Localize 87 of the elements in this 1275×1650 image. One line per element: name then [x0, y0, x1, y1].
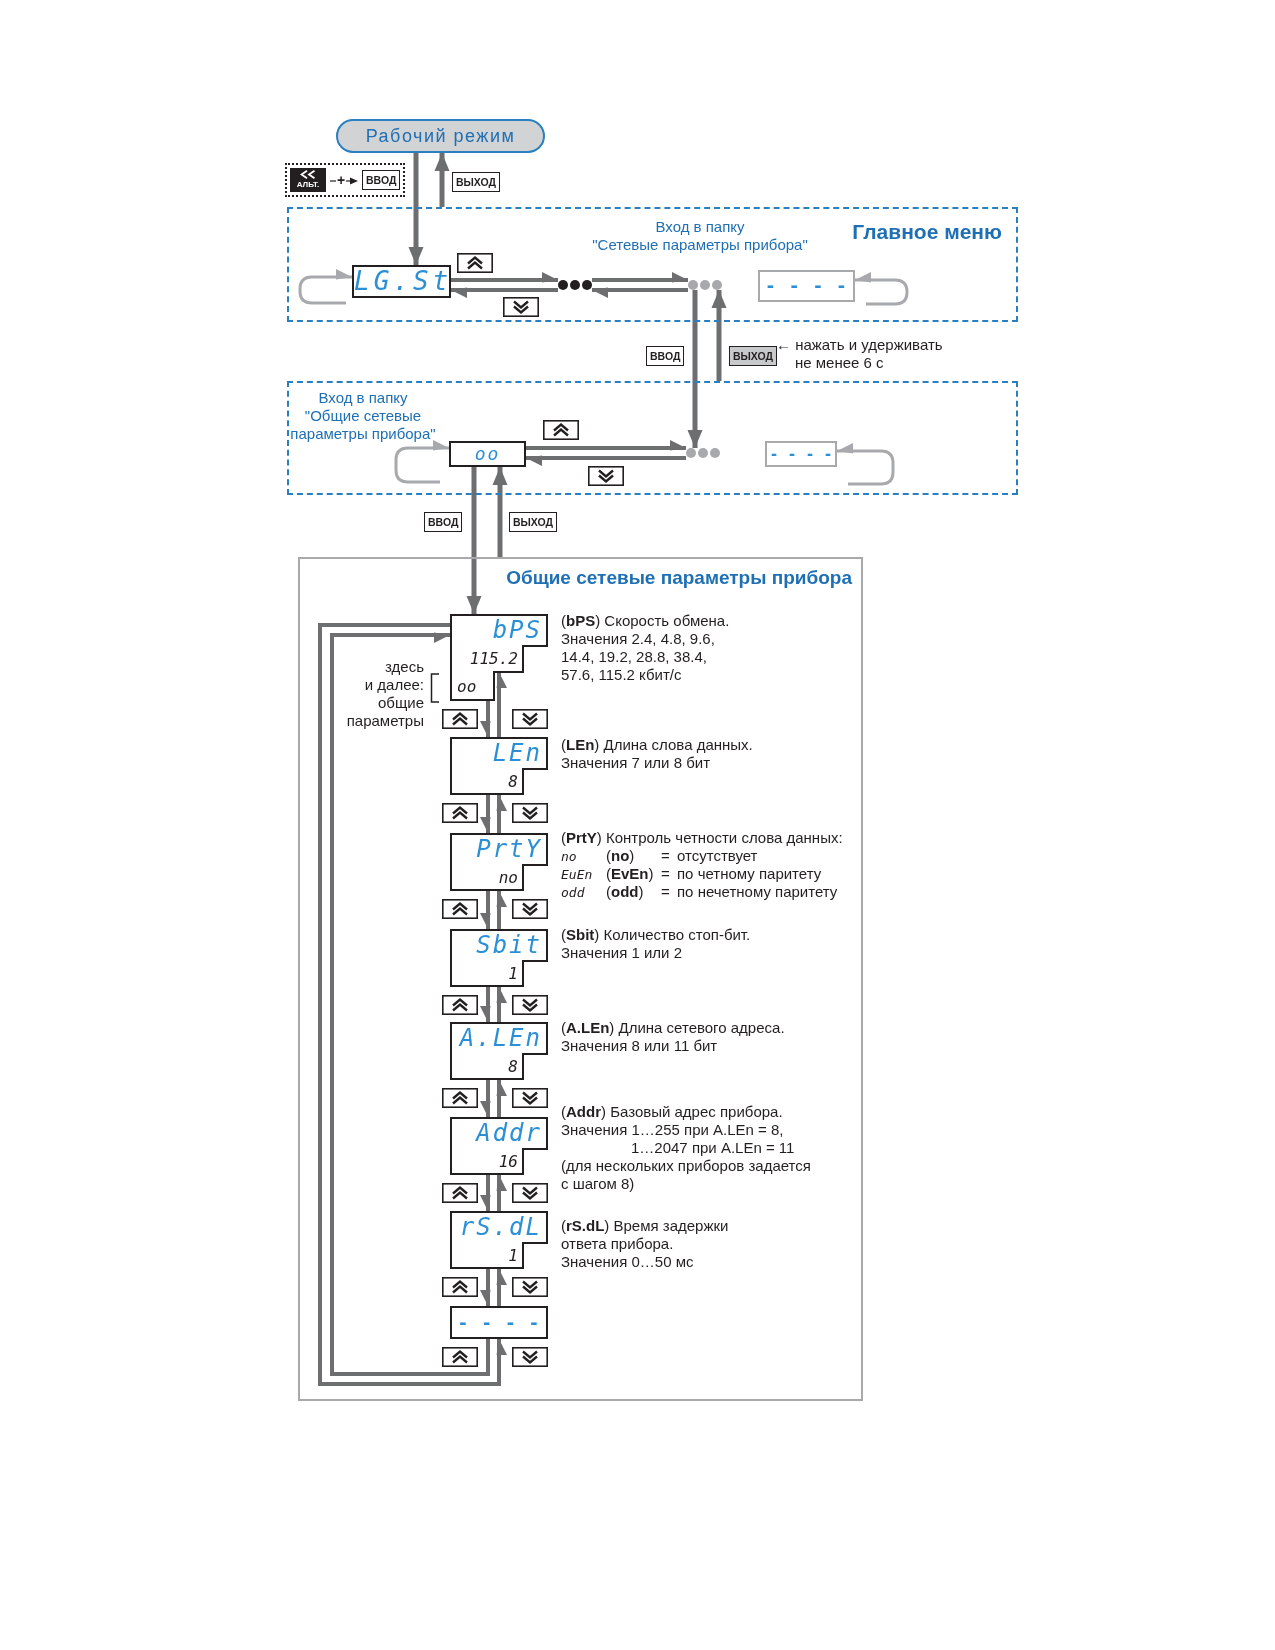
arrow: [451, 272, 558, 283]
parameter-panel: [298, 557, 863, 1401]
ellipsis-icon: [686, 448, 720, 458]
arrow: [466, 467, 482, 614]
parameter-description: (bPS) Скорость обмена. Значения 2.4, 4.8, 9.6, 14.4, 19.2, 28.8, 38.4, 57.6, 115.2 кбит/с: [561, 612, 730, 684]
hold-note: ← нажать и удерживать не менее 6 с: [776, 336, 943, 372]
display-value: 8: [508, 1058, 518, 1076]
arrow: [480, 1080, 491, 1117]
display-panel: - - - -: [450, 1306, 548, 1339]
ellipsis-icon: [558, 280, 592, 290]
arrow: [496, 672, 507, 737]
arrow: [330, 632, 490, 1376]
display-value: oo: [457, 677, 477, 696]
arrow: [526, 440, 686, 451]
arrow: [526, 455, 686, 466]
parameter-description: (PrtY) Контроль четности слова данных:: [561, 829, 843, 847]
display-value: 115.2: [469, 650, 518, 668]
display-readout: bPS: [492, 616, 542, 644]
display-panel: [450, 929, 548, 987]
display-panel: [450, 614, 548, 701]
display-value: 16: [498, 1153, 518, 1171]
parameter-description: (Sbit) Количество стоп-бит. Значения 1 или 2: [561, 926, 751, 962]
arrow: [855, 272, 909, 306]
display-readout: A.LEn: [459, 1024, 542, 1052]
arrow: [298, 269, 352, 305]
arrow: [492, 467, 508, 557]
display-readout: LEn: [492, 739, 542, 767]
display-panel: LG.St: [352, 265, 451, 298]
folder-caption: Вход в папку "Сетевые параметры прибора": [592, 218, 808, 254]
arrow: [480, 987, 491, 1022]
arrow: [592, 272, 688, 283]
parameter-description: (A.LEn) Длина сетевого адреса. Значения 8 или 11 бит: [561, 1019, 785, 1055]
display-readout: PrtY: [476, 835, 542, 863]
arrow: [711, 290, 727, 381]
arrow: [480, 891, 491, 929]
display-readout: Addr: [476, 1119, 542, 1147]
arrow: [318, 623, 507, 1386]
display-panel: - - - -: [758, 270, 855, 302]
arrow: [496, 1269, 507, 1306]
display-readout: Sbit: [476, 931, 542, 959]
display-panel: [450, 1022, 548, 1080]
display-panel: [450, 1211, 548, 1269]
group-title: Главное меню: [852, 219, 1002, 245]
note-text: здесь и далее: общие параметры: [346, 658, 424, 730]
arrow: [394, 440, 449, 484]
arrow: [434, 153, 450, 207]
arrow: [480, 795, 491, 833]
arrow: [480, 1269, 491, 1306]
option-row: EuEn (EvEn) = по четному паритету: [561, 865, 822, 884]
display-panel: [450, 833, 548, 891]
display-value: no: [498, 869, 518, 887]
arrow: [496, 891, 507, 929]
display-panel: - - - -: [765, 441, 837, 467]
arrow: [496, 987, 507, 1022]
parameter-description: (Addr) Базовый адрес прибора. Значения 1…255 при A.LEn = 8, 1…2047 при A.LEn = 11 (для нескольких приборов задается с шагом 8): [561, 1103, 811, 1193]
arrow: [408, 153, 424, 265]
key-label: ВЫХОД: [729, 346, 778, 366]
folder-caption: Вход в папку "Общие сетевые параметры прибора": [290, 389, 436, 443]
arrow: [480, 1175, 491, 1211]
display-readout: rS.dL: [459, 1213, 542, 1241]
arrow: [837, 443, 895, 486]
display-panel: oo: [449, 441, 526, 467]
key-label: ВВОД: [646, 346, 685, 366]
parameter-description: (rS.dL) Время задержки ответа прибора. Значения 0…50 мс: [561, 1217, 729, 1271]
key-label: ВЫХОД: [509, 512, 558, 532]
arrow: [687, 290, 703, 448]
key-label: ВВОД: [362, 170, 401, 190]
key-label: ВЫХОД: [452, 172, 501, 192]
key-label: ВВОД: [424, 512, 463, 532]
display-panel: [450, 1117, 548, 1175]
display-value: 1: [508, 965, 518, 983]
key-label: АЛЬТ.: [296, 180, 320, 190]
arrow: [496, 1175, 507, 1211]
group-title: Общие сетевые параметры прибора: [506, 567, 852, 590]
arrow: [592, 287, 688, 298]
display-value: 8: [508, 773, 518, 791]
arrow: [496, 795, 507, 833]
display-panel: [450, 737, 548, 795]
arrow: [480, 701, 491, 737]
option-row: no (no) = отсутствует: [561, 847, 758, 866]
display-value: 1: [508, 1247, 518, 1265]
option-row: odd (odd) = по нечетному паритету: [561, 883, 838, 902]
arrow: [496, 1080, 507, 1117]
arrow: [451, 287, 558, 298]
mode-pill: Рабочий режим: [336, 119, 545, 153]
parameter-description: (LEn) Длина слова данных. Значения 7 или 8 бит: [561, 736, 753, 772]
ellipsis-icon: [688, 280, 722, 290]
